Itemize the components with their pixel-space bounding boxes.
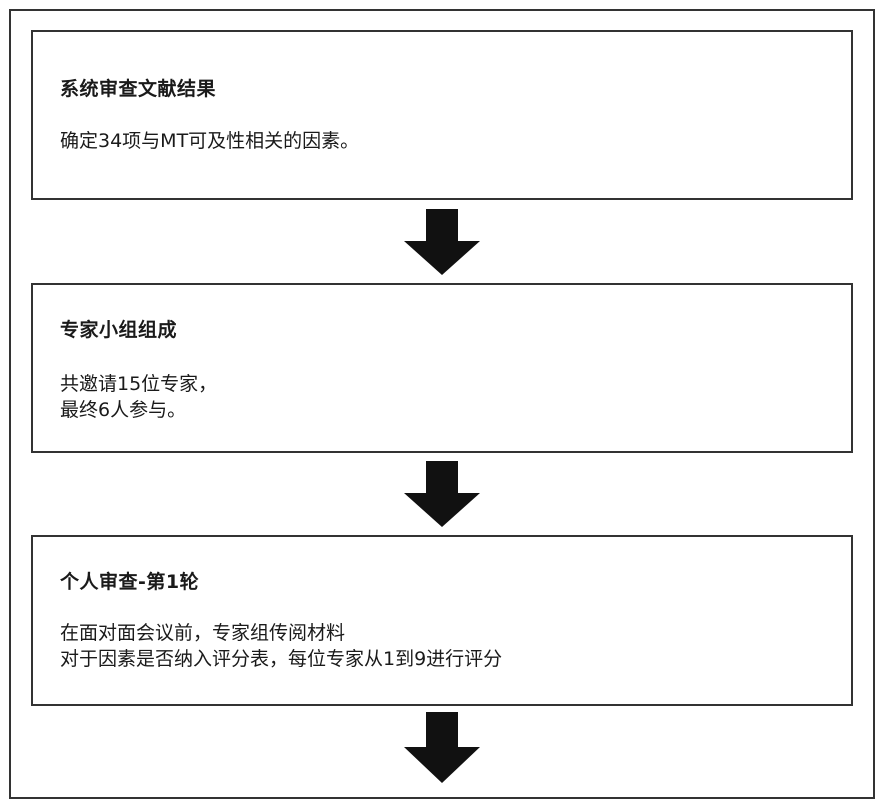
arrow-down-icon: [404, 209, 480, 275]
step-title: 个人审查-第1轮: [60, 571, 200, 593]
step-body: 确定34项与MT可及性相关的因素。: [60, 128, 359, 154]
step-title: 系统审查文献结果: [60, 78, 217, 100]
step-body-line: 在面对面会议前，专家组传阅材料: [60, 622, 346, 644]
step-box-individual-review-round-1: 个人审查-第1轮 在面对面会议前，专家组传阅材料 对于因素是否纳入评分表，每位专…: [31, 535, 853, 706]
step-box-literature-review: 系统审查文献结果 确定34项与MT可及性相关的因素。: [31, 30, 853, 200]
arrow-down-icon: [404, 461, 480, 527]
step-box-expert-panel: 专家小组组成 共邀请15位专家， 最终6人参与。: [31, 283, 853, 453]
step-body: 共邀请15位专家， 最终6人参与。: [60, 371, 217, 423]
step-body: 在面对面会议前，专家组传阅材料 对于因素是否纳入评分表，每位专家从1到9进行评分: [60, 620, 502, 672]
step-title: 专家小组组成: [60, 319, 178, 341]
arrow-down-icon: [404, 712, 480, 783]
step-body-line: 对于因素是否纳入评分表，每位专家从1到9进行评分: [60, 648, 503, 670]
step-body-line: 共邀请15位专家，: [60, 373, 218, 395]
step-body-line: 确定34项与MT可及性相关的因素。: [60, 130, 360, 152]
step-body-line: 最终6人参与。: [60, 399, 187, 421]
